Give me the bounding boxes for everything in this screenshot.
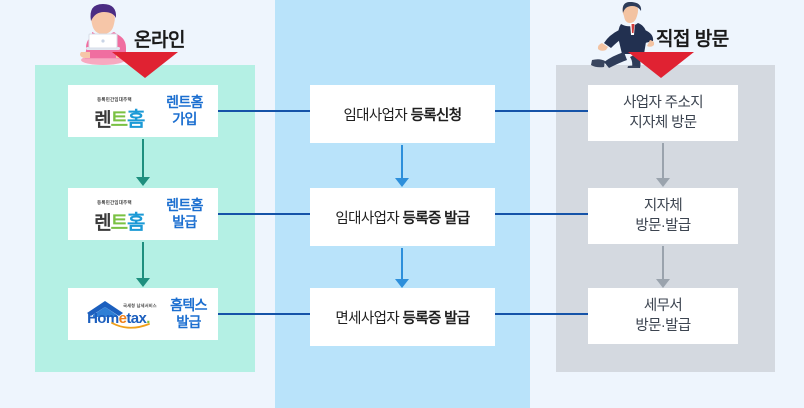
house-roof-icon [87, 301, 124, 317]
flow-arrow-process-1to2 [395, 145, 409, 187]
renthome-logo-part1: 렌 [94, 110, 112, 131]
step-label-process-2: 임대사업자 등록증 발급 [335, 210, 470, 227]
renthome-logo-part3: 홈 [127, 212, 145, 234]
renthome-logo-part2: 트 [110, 213, 129, 234]
step-box-visit-1[interactable]: 사업자 주소지 지자체 방문 [588, 85, 738, 141]
hometax-logo-word: Hometax. [87, 310, 150, 327]
swoosh-icon [111, 322, 150, 329]
step-box-visit-2[interactable]: 지자체 방문·발급 [588, 188, 738, 244]
renthome-logo-toptext: 등록민간임대주택 [97, 97, 132, 102]
header-visit: 직접 방문 [588, 1, 778, 70]
step-box-visit-3[interactable]: 세무서 방문·발급 [588, 288, 738, 344]
flow-arrow-visit-1to2 [656, 143, 670, 187]
red-pointer-visit-icon [628, 52, 694, 78]
renthome-logo-part1: 렌 [94, 213, 112, 234]
flow-arrow-online-2to3 [136, 242, 150, 287]
step-label-online-2: 렌트홈 발급 [166, 197, 203, 230]
step-box-process-2[interactable]: 임대사업자 등록증 발급 [310, 188, 495, 246]
header-online: 온라인 [72, 2, 257, 68]
step-box-process-3[interactable]: 면세사업자 등록증 발급 [310, 288, 495, 346]
connector-process-visit-1 [495, 110, 588, 112]
step-box-online-2[interactable]: 등록민간임대주택 렌 트 홈 렌트홈 발급 [68, 188, 218, 240]
step-box-process-1[interactable]: 임대사업자 등록신청 [310, 85, 495, 143]
step-box-online-1[interactable]: 등록민간임대주택 렌 트 홈 렌트홈 가입 [68, 85, 218, 137]
step-label-online-3: 홈텍스 발급 [170, 297, 207, 330]
step-label-process-1: 임대사업자 등록신청 [343, 107, 462, 124]
step-label-visit-3: 세무서 방문·발급 [635, 298, 691, 334]
step-label-online-1: 렌트홈 가입 [166, 94, 203, 127]
hometax-logo: 국세청 납세서비스 Hometax. [85, 297, 163, 331]
renthome-logo: 등록민간임대주택 렌 트 홈 [89, 96, 159, 131]
header-online-label: 온라인 [134, 29, 185, 51]
connector-online-process-1 [218, 110, 310, 112]
renthome-logo-part2: 트 [110, 110, 129, 131]
flow-arrow-visit-2to3 [656, 246, 670, 288]
renthome-logo-toptext: 등록민간임대주택 [97, 200, 132, 205]
renthome-logo: 등록민간임대주택 렌 트 홈 [89, 199, 159, 234]
header-visit-label: 직접 방문 [656, 28, 729, 50]
hometax-logo-toptext: 국세청 납세서비스 [123, 303, 157, 308]
step-label-visit-1: 사업자 주소지 지자체 방문 [623, 95, 703, 131]
renthome-logo-part3: 홈 [127, 109, 145, 131]
red-pointer-online-icon [112, 52, 178, 78]
step-box-online-3[interactable]: 국세청 납세서비스 Hometax. 홈텍스 발급 [68, 288, 218, 340]
connector-process-visit-3 [495, 313, 588, 315]
flow-arrow-online-1to2 [136, 139, 150, 186]
connector-online-process-3 [218, 313, 310, 315]
step-label-visit-2: 지자체 방문·발급 [635, 198, 691, 234]
step-label-process-3: 면세사업자 등록증 발급 [335, 310, 470, 327]
person-with-laptop-icon [72, 2, 134, 73]
connector-process-visit-2 [495, 213, 588, 215]
flow-arrow-process-2to3 [395, 248, 409, 288]
connector-online-process-2 [218, 213, 310, 215]
